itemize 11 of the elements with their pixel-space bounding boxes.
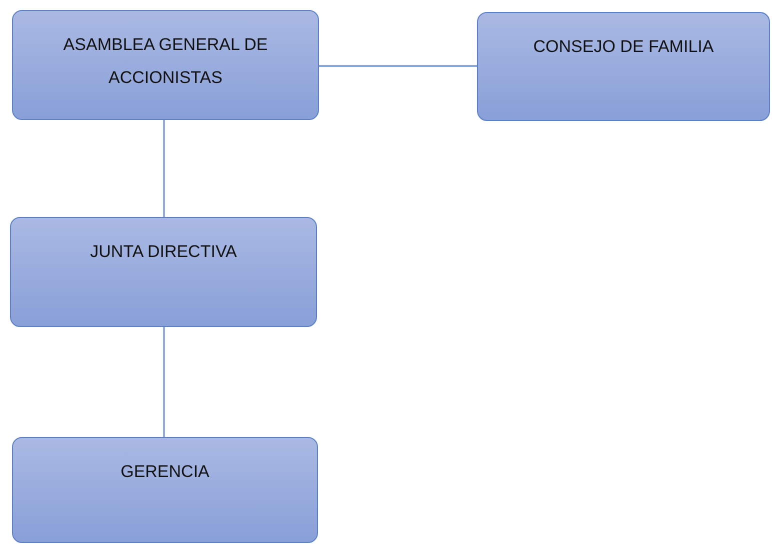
connector-line [163, 327, 165, 437]
connector-line [163, 120, 165, 217]
org-box [477, 12, 770, 121]
box-label: ASAMBLEA GENERAL DE ACCIONISTAS [62, 34, 269, 89]
connector-line [319, 65, 477, 67]
org-box [12, 10, 319, 120]
box-label: CONSEJO DE FAMILIA [532, 36, 715, 58]
box-label: GERENCIA [120, 461, 210, 483]
box-label: JUNTA DIRECTIVA [89, 241, 238, 263]
org-box [10, 217, 317, 327]
org-box [12, 437, 318, 543]
